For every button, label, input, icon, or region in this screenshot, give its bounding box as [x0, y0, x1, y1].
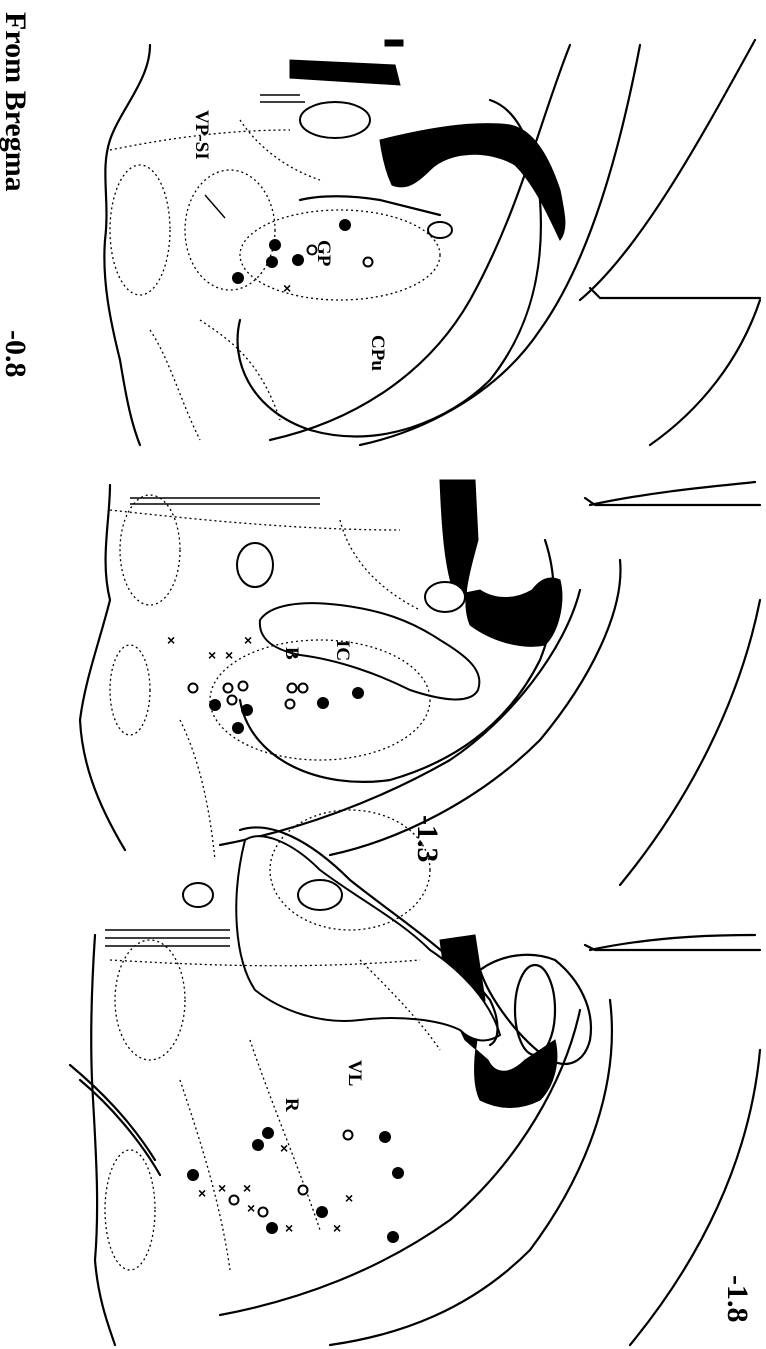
cross-marker: ×: [333, 1220, 341, 1236]
filled-marker: [252, 1139, 264, 1151]
lateral-region: [110, 165, 170, 295]
cross-marker: ×: [225, 647, 233, 663]
filled-marker: [209, 699, 221, 711]
small-nucleus-2: [183, 883, 213, 907]
open-marker: [286, 700, 295, 709]
cross-marker: ×: [247, 1200, 255, 1216]
hippocampus-region: [480, 955, 591, 1064]
anterior-commissure: [300, 102, 370, 138]
round-nucleus: [237, 543, 273, 587]
open-marker: [259, 1208, 268, 1217]
internal-dotted-2: [250, 1040, 320, 1230]
cross-marker: ×: [285, 1220, 293, 1236]
medial-fibers: [105, 930, 230, 946]
lateral-ventricle: [440, 480, 562, 646]
top-arc: [590, 482, 755, 505]
internal-dotted-2: [200, 320, 280, 420]
brain-outline: [104, 45, 150, 445]
cross-marker: ×: [244, 632, 252, 648]
open-marker: [299, 684, 308, 693]
filled-marker: [352, 687, 364, 699]
filled-marker: [379, 1131, 391, 1143]
cross-marker: ×: [198, 1185, 206, 1201]
cross-marker: ×: [345, 1190, 353, 1206]
lateral-region-2: [105, 1150, 155, 1270]
label-vl: VL: [344, 1060, 365, 1086]
internal-dotted-1: [110, 510, 400, 530]
medial-fibers: [260, 95, 305, 102]
open-marker: [228, 696, 237, 705]
cross-marker: ×: [283, 280, 291, 296]
third-ventricle: [290, 60, 400, 85]
cortex-outline-outer: [330, 1000, 612, 1345]
lateral-region: [120, 495, 180, 605]
vp-si-region: [185, 170, 275, 290]
internal-dotted-2: [180, 720, 215, 860]
filled-marker: [316, 1206, 328, 1218]
caudate-edge: [300, 196, 440, 215]
open-marker: [239, 682, 248, 691]
level-label-minus-1-8: -1.8: [721, 1275, 754, 1323]
cross-marker: ×: [280, 1140, 288, 1156]
ventricle-slit: [385, 40, 403, 46]
filled-marker: [232, 722, 244, 734]
lateral-region-2: [110, 645, 150, 735]
open-marker: [288, 684, 297, 693]
filled-marker: [269, 239, 281, 251]
filled-marker: [266, 256, 278, 268]
midline: [590, 288, 760, 298]
label-r: R: [281, 1098, 302, 1112]
label-vp-si: VP-SI: [191, 110, 212, 160]
filled-marker: [266, 1222, 278, 1234]
open-marker: [308, 246, 317, 255]
small-nucleus: [428, 222, 452, 238]
level-label-minus-0-8: -0.8: [0, 330, 32, 378]
filled-marker: [392, 1167, 404, 1179]
open-marker: [344, 1131, 353, 1140]
markers-section-3: × × × × × × × ×: [187, 1127, 404, 1243]
cortex-outer-surface: [650, 300, 760, 445]
brain-outline: [80, 485, 125, 850]
cortex-outline: [220, 1010, 580, 1315]
hippocampus-inner: [515, 965, 555, 1055]
cross-marker: ×: [218, 1180, 226, 1196]
top-arc: [580, 40, 755, 300]
open-marker: [364, 258, 373, 267]
label-ic: IC: [332, 640, 353, 661]
filled-marker: [317, 697, 329, 709]
medial-fibers: [130, 498, 320, 504]
filled-marker: [387, 1231, 399, 1243]
markers-section-1: ×: [232, 219, 373, 296]
internal-dotted-3: [340, 520, 420, 610]
pointer-line: [205, 195, 225, 218]
filled-marker: [241, 704, 253, 716]
internal-dotted-3: [150, 330, 200, 440]
filled-marker: [292, 254, 304, 266]
cross-marker: ×: [208, 647, 216, 663]
filled-marker: [339, 219, 351, 231]
section-minus-1-8: -1.8 VL R: [70, 810, 760, 1345]
small-nucleus: [425, 582, 465, 612]
open-marker: [189, 684, 198, 693]
cross-marker: ×: [167, 632, 175, 648]
brain-outline: [91, 935, 115, 1345]
from-bregma-label: From Bregma: [0, 12, 32, 192]
small-nucleus: [298, 880, 342, 910]
open-marker: [299, 1186, 308, 1195]
filled-marker: [232, 272, 244, 284]
label-cpu: CPu: [367, 335, 388, 371]
section-minus-1-3: -1.3 IC B: [80, 480, 760, 885]
lateral-region: [115, 940, 185, 1060]
filled-marker: [262, 1127, 274, 1139]
cross-marker: ×: [243, 1180, 251, 1196]
open-marker: [230, 1196, 239, 1205]
section-minus-0-8: -0.8 VP-SI GP CPu: [0, 40, 760, 445]
label-b: B: [281, 647, 302, 660]
top-arc: [590, 935, 755, 950]
cortex-outer-surface: [620, 600, 760, 885]
open-marker: [224, 684, 233, 693]
filled-marker: [187, 1169, 199, 1181]
